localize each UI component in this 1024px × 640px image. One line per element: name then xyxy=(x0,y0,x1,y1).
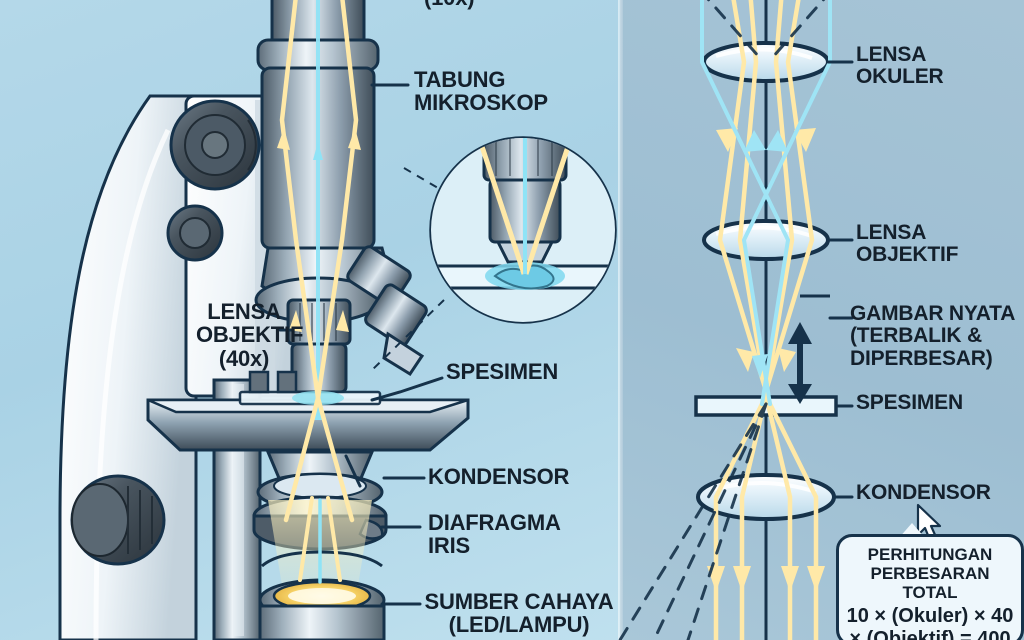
total-magnification-box: PERHITUNGAN PERBESARAN TOTAL 10 × (Okule… xyxy=(836,534,1024,640)
label-sumber-cahaya: SUMBER CAHAYA (LED/LAMPU) xyxy=(424,589,614,638)
calc-box-formula: 10 × (Okuler) × 40 × (Objektif) = 400 × xyxy=(846,605,1014,640)
label-kondensor: KONDENSOR xyxy=(428,464,570,489)
calc-box-title: PERHITUNGAN PERBESARAN TOTAL xyxy=(867,545,993,603)
label-diafragma-iris: DIAFRAGMA IRIS xyxy=(428,510,561,559)
label-spesimen-ray: SPESIMEN xyxy=(856,391,963,414)
label-spesimen: SPESIMEN xyxy=(446,359,559,384)
label-lensa-objektif-40x: LENSA OBJEKTIF (40x) xyxy=(196,299,304,371)
label-okuler-magnification: (10x) xyxy=(424,0,475,9)
label-lensa-objektif: LENSA OBJEKTIF xyxy=(856,221,959,267)
label-lensa-okuler: LENSA OKULER xyxy=(856,43,944,89)
label-gambar-nyata: GAMBAR NYATA (TERBALIK & DIPERBESAR) xyxy=(850,302,1016,370)
label-tabung-mikroskop: TABUNG MIKROSKOP xyxy=(414,67,548,116)
panel-divider xyxy=(618,0,623,640)
label-kondensor-ray: KONDENSOR xyxy=(856,481,991,504)
